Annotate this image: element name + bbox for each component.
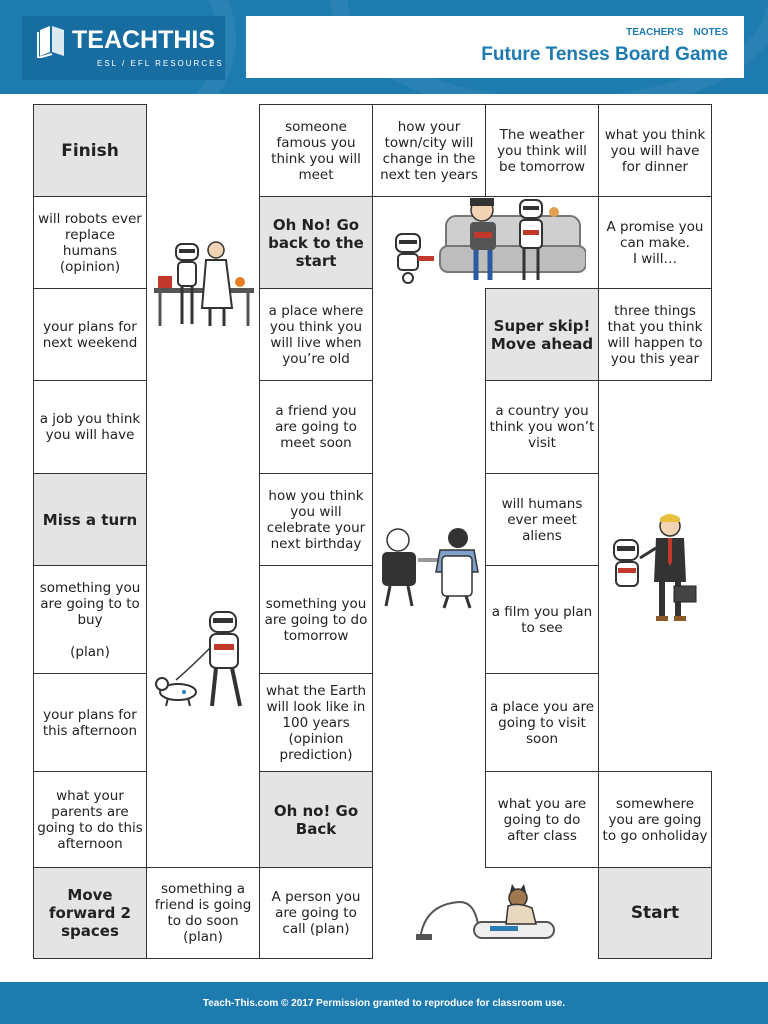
people-at-desk-illustration: [382, 528, 479, 609]
board-cell: your plans for next weekend: [33, 288, 147, 381]
board-cell: somewhere you are going to go onholiday: [598, 771, 712, 868]
sofa-robot-illustration: [395, 198, 586, 284]
board-cell: someone famous you think you will meet: [259, 104, 373, 197]
logo: TEACHTHIS ESL / EFL RESOURCES: [22, 16, 225, 80]
businessman-robot-illustration: [613, 514, 697, 621]
board-cell: something a friend is going to do soon (…: [146, 867, 260, 959]
logo-subtitle: ESL / EFL RESOURCES: [97, 59, 224, 68]
board-cell-miss-turn: Miss a turn: [33, 473, 147, 566]
board-cell: a job you think you will have: [33, 380, 147, 474]
board-cell: a country you think you won’t visit: [485, 380, 599, 474]
board-cell-go-back: Oh no! Go Back: [259, 771, 373, 868]
board-cell-super-skip: Super skip! Move ahead: [485, 288, 599, 381]
robot-scientist-illustration: [154, 241, 254, 326]
board-cell-go-back-start: Oh No! Go back to the start: [259, 196, 373, 289]
board-cell: The weather you think will be tomorrow: [485, 104, 599, 197]
board-cell: a film you plan to see: [485, 565, 599, 674]
board-cell: how your town/city will change in the ne…: [372, 104, 486, 197]
board-cell: your plans for this afternoon: [33, 673, 147, 772]
board-cell: will robots ever replace humans (opinion…: [33, 196, 147, 289]
board-cell: a place you are going to visit soon: [485, 673, 599, 772]
board-cell: how you think you will celebrate your ne…: [259, 473, 373, 566]
board-cell: A promise you can make. I will…: [598, 196, 712, 289]
board-cell: what the Earth will look like in 100 yea…: [259, 673, 373, 772]
logo-text: TEACHTHIS: [72, 26, 216, 54]
board-cell: something you are going to do tomorrow: [259, 565, 373, 674]
footer: Teach-This.com © 2017 Permission granted…: [0, 982, 768, 1024]
board-cell: three things that you think will happen …: [598, 288, 712, 381]
robot-walking-dog-illustration: [155, 611, 242, 707]
board-cell: A person you are going to call (plan): [259, 867, 373, 959]
board-cell: will humans ever meet aliens: [485, 473, 599, 566]
board-cell-finish: Finish: [33, 104, 147, 197]
board-cell: what your parents are going to do this a…: [33, 771, 147, 868]
board-cell: a friend you are going to meet soon: [259, 380, 373, 474]
board-cell: what you are going to do after class: [485, 771, 599, 868]
board-cell: something you are going to to buy (plan): [33, 565, 147, 674]
board-cell-move-forward: Move forward 2 spaces: [33, 867, 147, 959]
book-icon: [37, 26, 64, 58]
board-cell: a place where you think you will live wh…: [259, 288, 373, 381]
board-cell: what you think you will have for dinner: [598, 104, 712, 197]
page-title: Future Tenses Board Game: [481, 44, 728, 65]
board-cell-start: Start: [598, 867, 712, 959]
cat-vacuum-illustration: [416, 884, 555, 941]
